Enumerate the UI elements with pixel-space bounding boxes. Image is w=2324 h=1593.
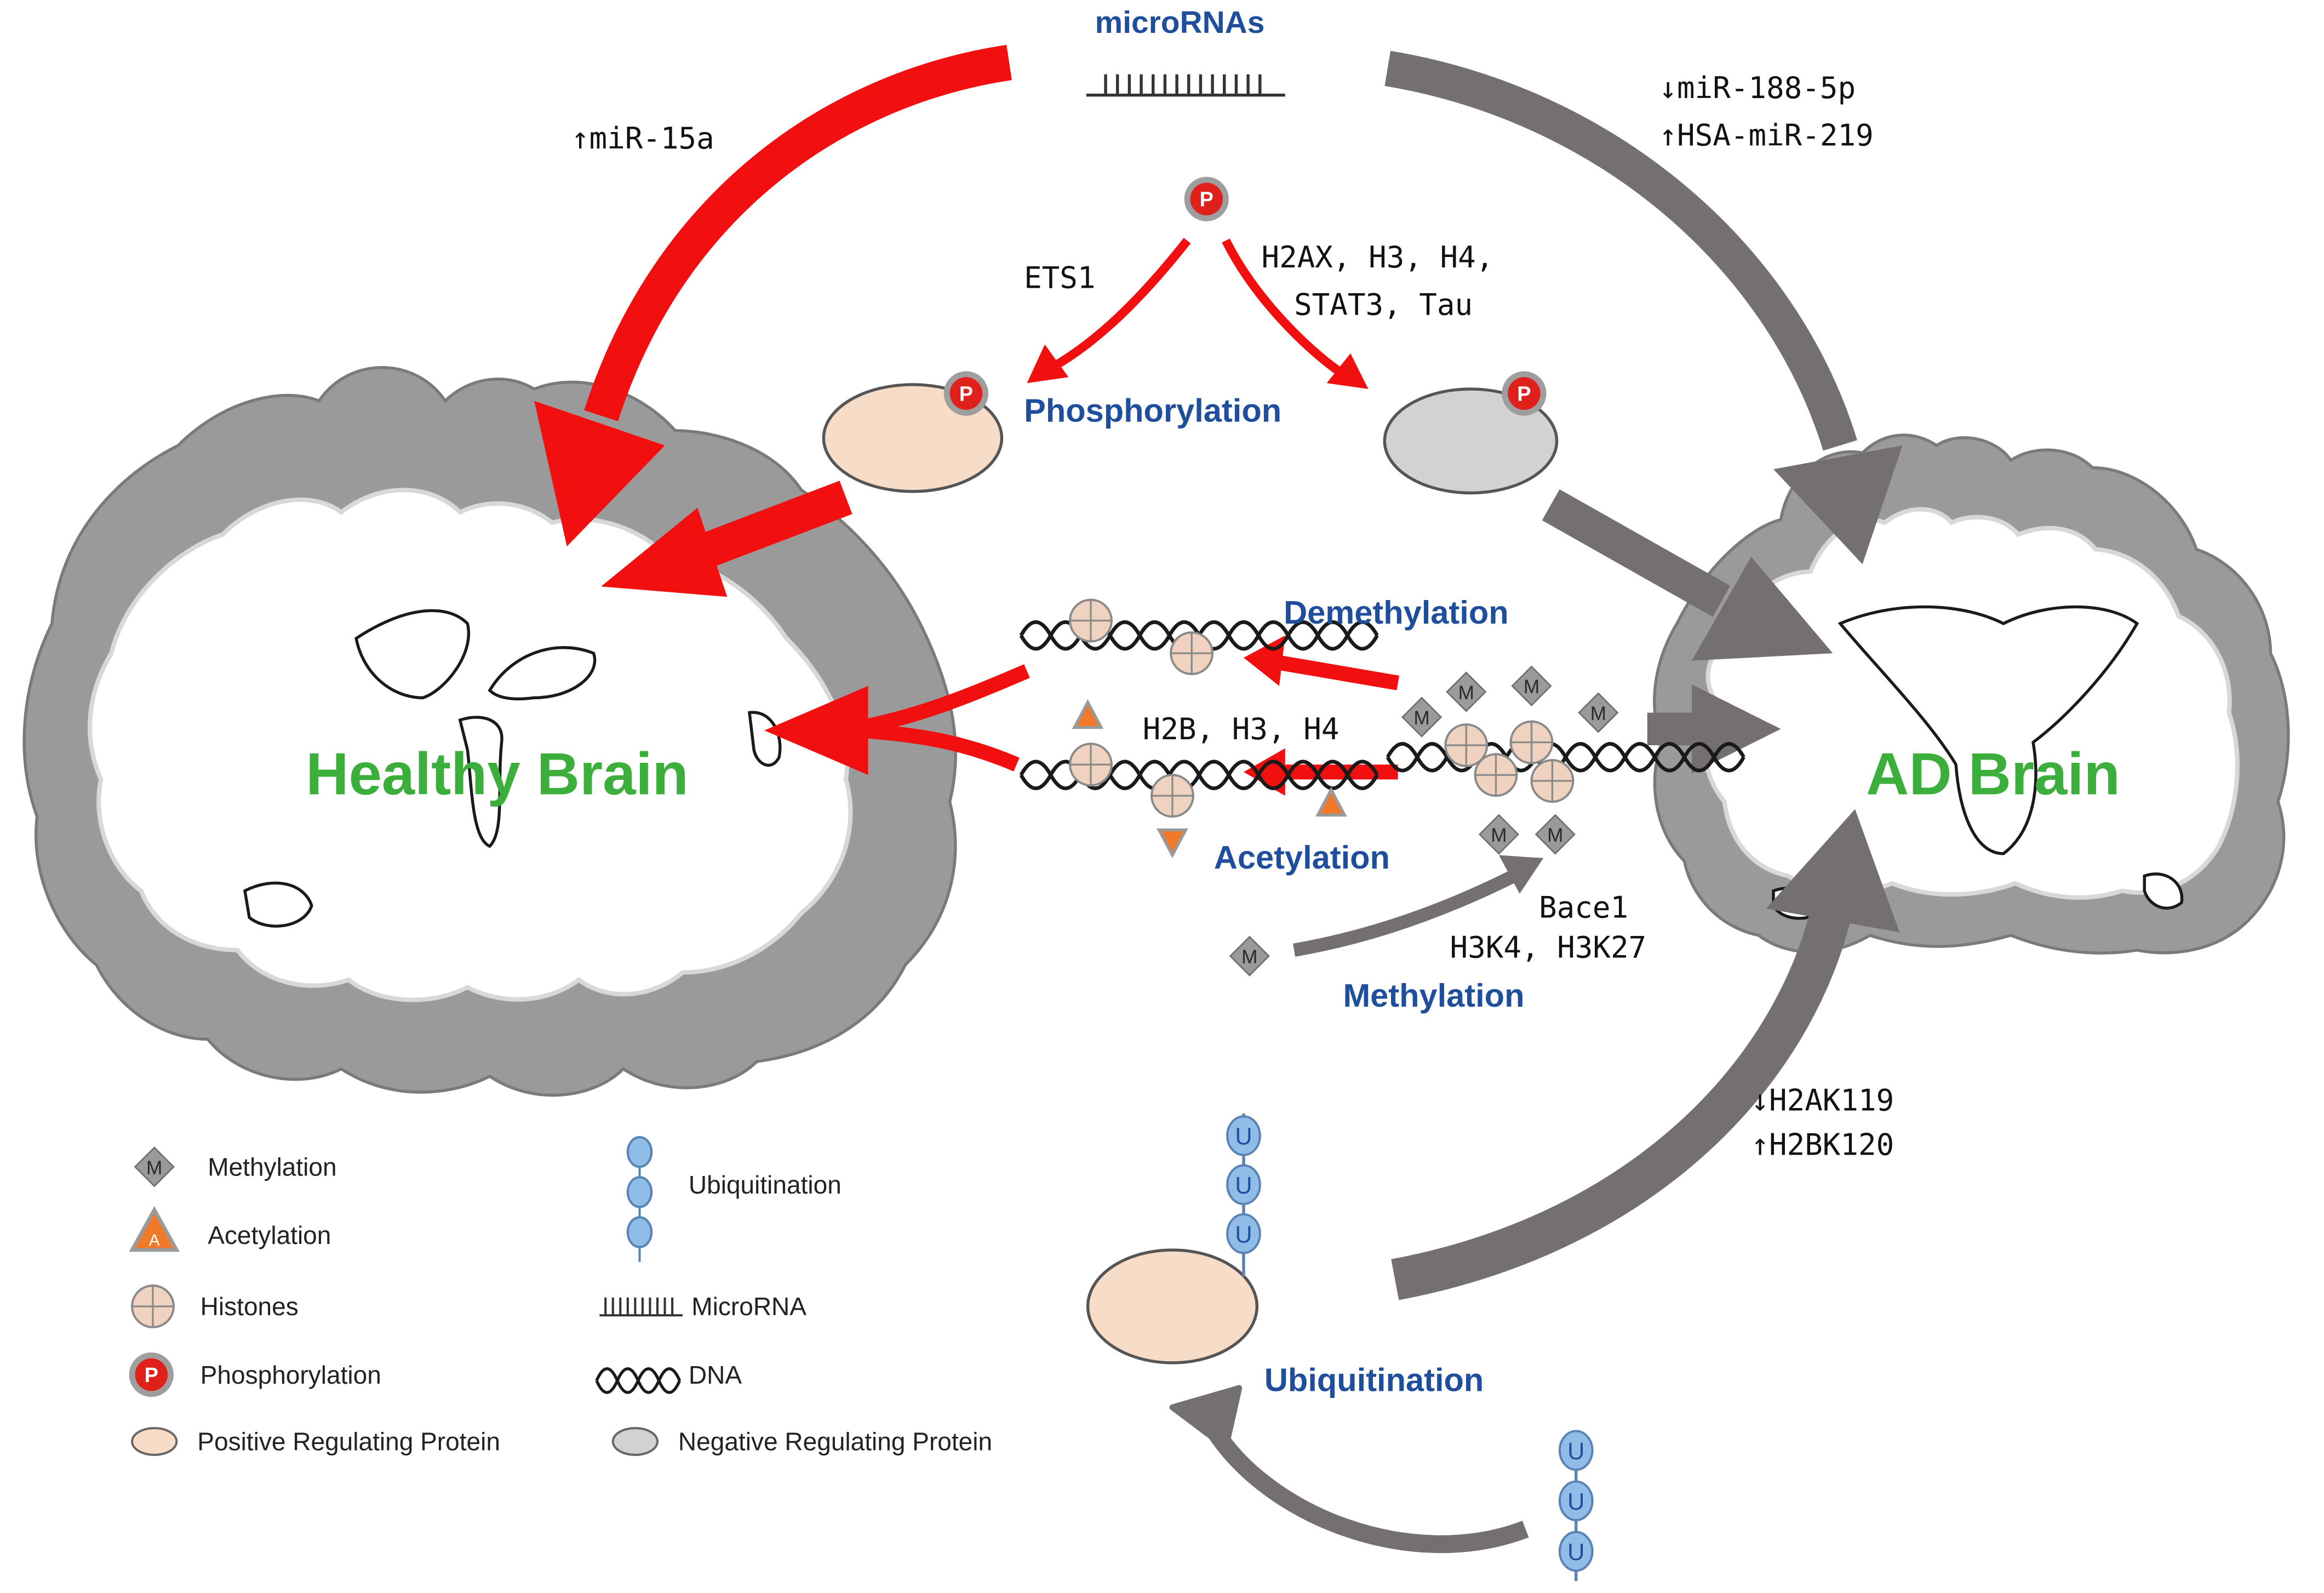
- label-mir-15a: ↑miR-15a: [571, 121, 714, 156]
- positive-protein-phospho: [822, 371, 1004, 493]
- legend-item-ubiquitination: Ubiquitination: [626, 1136, 842, 1262]
- label-healthy-brain: Healthy Brain: [306, 740, 688, 807]
- positive-protein-icon: [131, 1427, 178, 1456]
- microrna-icon: [599, 1297, 683, 1317]
- label-h2bk120: ↑H2BK120: [1751, 1128, 1894, 1162]
- ubiquitination-icon: [626, 1136, 653, 1262]
- label-h2b: H2B, H3, H4: [1143, 712, 1340, 746]
- svg-text:Positive Regulating Protein: Positive Regulating Protein: [197, 1428, 500, 1456]
- legend: Methylation A Acetylation Histones Phosp…: [129, 1136, 992, 1456]
- arrow-histone-to-ad: [1647, 684, 1781, 774]
- label-mir-188: ↓miR-188-5p: [1659, 71, 1856, 105]
- arrow-methylation: [1293, 855, 1544, 957]
- label-acetylation: Acetylation: [1214, 839, 1390, 876]
- label-stat3: STAT3, Tau: [1294, 287, 1473, 322]
- label-ubiquitination: Ubiquitination: [1264, 1361, 1484, 1398]
- label-bace1: Bace1: [1539, 890, 1628, 924]
- svg-text:MicroRNA: MicroRNA: [691, 1292, 806, 1321]
- label-h3k4: H3K4, H3K27: [1450, 930, 1647, 964]
- label-h2ax: H2AX, H3, H4,: [1261, 240, 1493, 275]
- legend-item-negative-protein: Negative Regulating Protein: [611, 1427, 992, 1456]
- svg-text:Negative Regulating Protein: Negative Regulating Protein: [678, 1428, 992, 1456]
- methyl-group-icon: [1229, 936, 1270, 977]
- healthy-brain-ventricle-center: [458, 716, 503, 848]
- label-methylation: Methylation: [1343, 977, 1524, 1014]
- healthy-brain-ventricle-right: [488, 646, 597, 701]
- label-mir-219: ↑HSA-miR-219: [1659, 118, 1873, 153]
- label-micrornas: microRNAs: [1095, 5, 1265, 40]
- dna-icon: [595, 1367, 682, 1394]
- arrow-ubiquitination-to-ad: [1391, 809, 1900, 1300]
- phosphate-icon: [1184, 176, 1229, 221]
- legend-item-dna: DNA: [595, 1361, 742, 1394]
- legend-item-microrna: MicroRNA: [599, 1292, 806, 1321]
- legend-item-histones: Histones: [132, 1286, 299, 1327]
- negative-protein-icon: [611, 1427, 659, 1456]
- methylation-icon: [134, 1146, 175, 1187]
- arrow-phospho-to-healthy: [601, 481, 852, 597]
- healthy-brain-ventricle-left: [354, 609, 470, 700]
- svg-text:Phosphorylation: Phosphorylation: [201, 1361, 381, 1389]
- svg-text:Acetylation: Acetylation: [208, 1221, 331, 1249]
- label-ad-brain: AD Brain: [1866, 740, 2120, 807]
- acetylation-icon: [129, 1206, 180, 1252]
- negative-protein-phospho: [1383, 371, 1559, 495]
- healthy-brain-lobe: [243, 881, 313, 928]
- label-phosphorylation: Phosphorylation: [1024, 392, 1281, 429]
- histone-icon: [132, 1286, 174, 1327]
- svg-text:A: A: [149, 1231, 160, 1249]
- arrow-phospho-to-ad: [1542, 489, 1833, 661]
- ad-brain-illustration: [1653, 433, 2290, 955]
- arrow-ubiquitin-to-protein: [1169, 1385, 1529, 1554]
- healthy-brain-sulcus: [747, 711, 782, 767]
- ad-brain-lobe-right: [2143, 872, 2184, 910]
- legend-item-phosphorylation: Phosphorylation: [129, 1352, 381, 1397]
- legend-item-methylation: Methylation: [134, 1146, 337, 1187]
- legend-item-acetylation: A Acetylation: [129, 1206, 331, 1252]
- svg-text:Histones: Histones: [201, 1292, 299, 1321]
- ad-brain-ventricle: [1838, 605, 2139, 855]
- arrow-phospho-ets1: [1027, 238, 1191, 384]
- label-demethylation: Demethylation: [1284, 594, 1509, 631]
- free-ubiquitin-chain: [1560, 1431, 1593, 1581]
- arrow-microrna-to-healthy: [534, 44, 1012, 547]
- arrow-microrna-to-ad: [1384, 50, 1903, 564]
- phosphorylation-icon: [129, 1352, 174, 1397]
- arrow-histone-to-healthy: [764, 664, 1030, 775]
- svg-text:DNA: DNA: [689, 1361, 742, 1389]
- arrow-phospho-h2ax: [1222, 238, 1369, 389]
- svg-text:Methylation: Methylation: [208, 1153, 336, 1181]
- microrna-symbol: [1086, 74, 1285, 97]
- positive-protein-ubiquitinated: [1086, 1113, 1260, 1364]
- label-h2ak119: ↓H2AK119: [1751, 1083, 1894, 1117]
- legend-item-positive-protein: Positive Regulating Protein: [131, 1427, 500, 1456]
- label-ets1: ETS1: [1024, 261, 1095, 295]
- svg-text:Ubiquitination: Ubiquitination: [689, 1171, 842, 1199]
